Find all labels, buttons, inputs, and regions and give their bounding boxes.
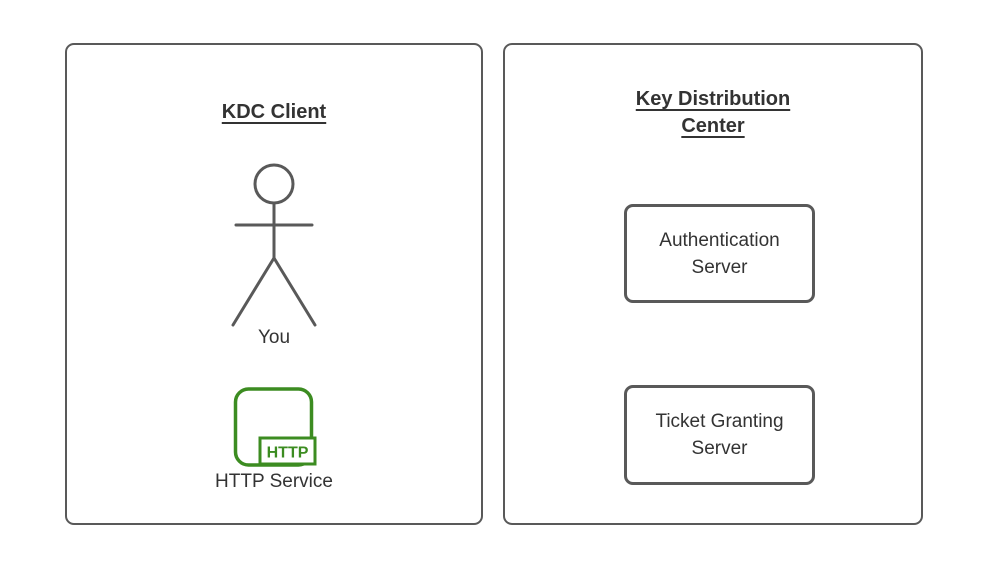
authentication-server-label: Authentication Server — [659, 229, 780, 278]
authentication-server-node: Authentication Server — [624, 204, 815, 303]
kdc-client-panel: KDC Client You HTTP HTTP Service — [65, 43, 483, 525]
person-icon — [231, 163, 317, 327]
person-left-leg — [231, 256, 276, 327]
http-icon-badge-text: HTTP — [267, 445, 309, 462]
key-distribution-center-title: Key Distribution Center — [635, 88, 791, 137]
person-right-leg — [272, 256, 317, 327]
kdc-client-title: KDC Client — [221, 101, 327, 123]
http-icon-badge — [258, 436, 317, 466]
ticket-granting-server-node: Ticket Granting Server — [624, 385, 815, 485]
key-distribution-center-panel: Key Distribution Center Authentication S… — [503, 43, 923, 525]
ticket-granting-server-label: Ticket Granting Server — [655, 411, 784, 459]
http-service-label: HTTP Service — [215, 471, 333, 492]
actor-label: You — [257, 327, 291, 348]
person-head — [253, 163, 295, 205]
http-service-icon: HTTP — [233, 387, 317, 467]
